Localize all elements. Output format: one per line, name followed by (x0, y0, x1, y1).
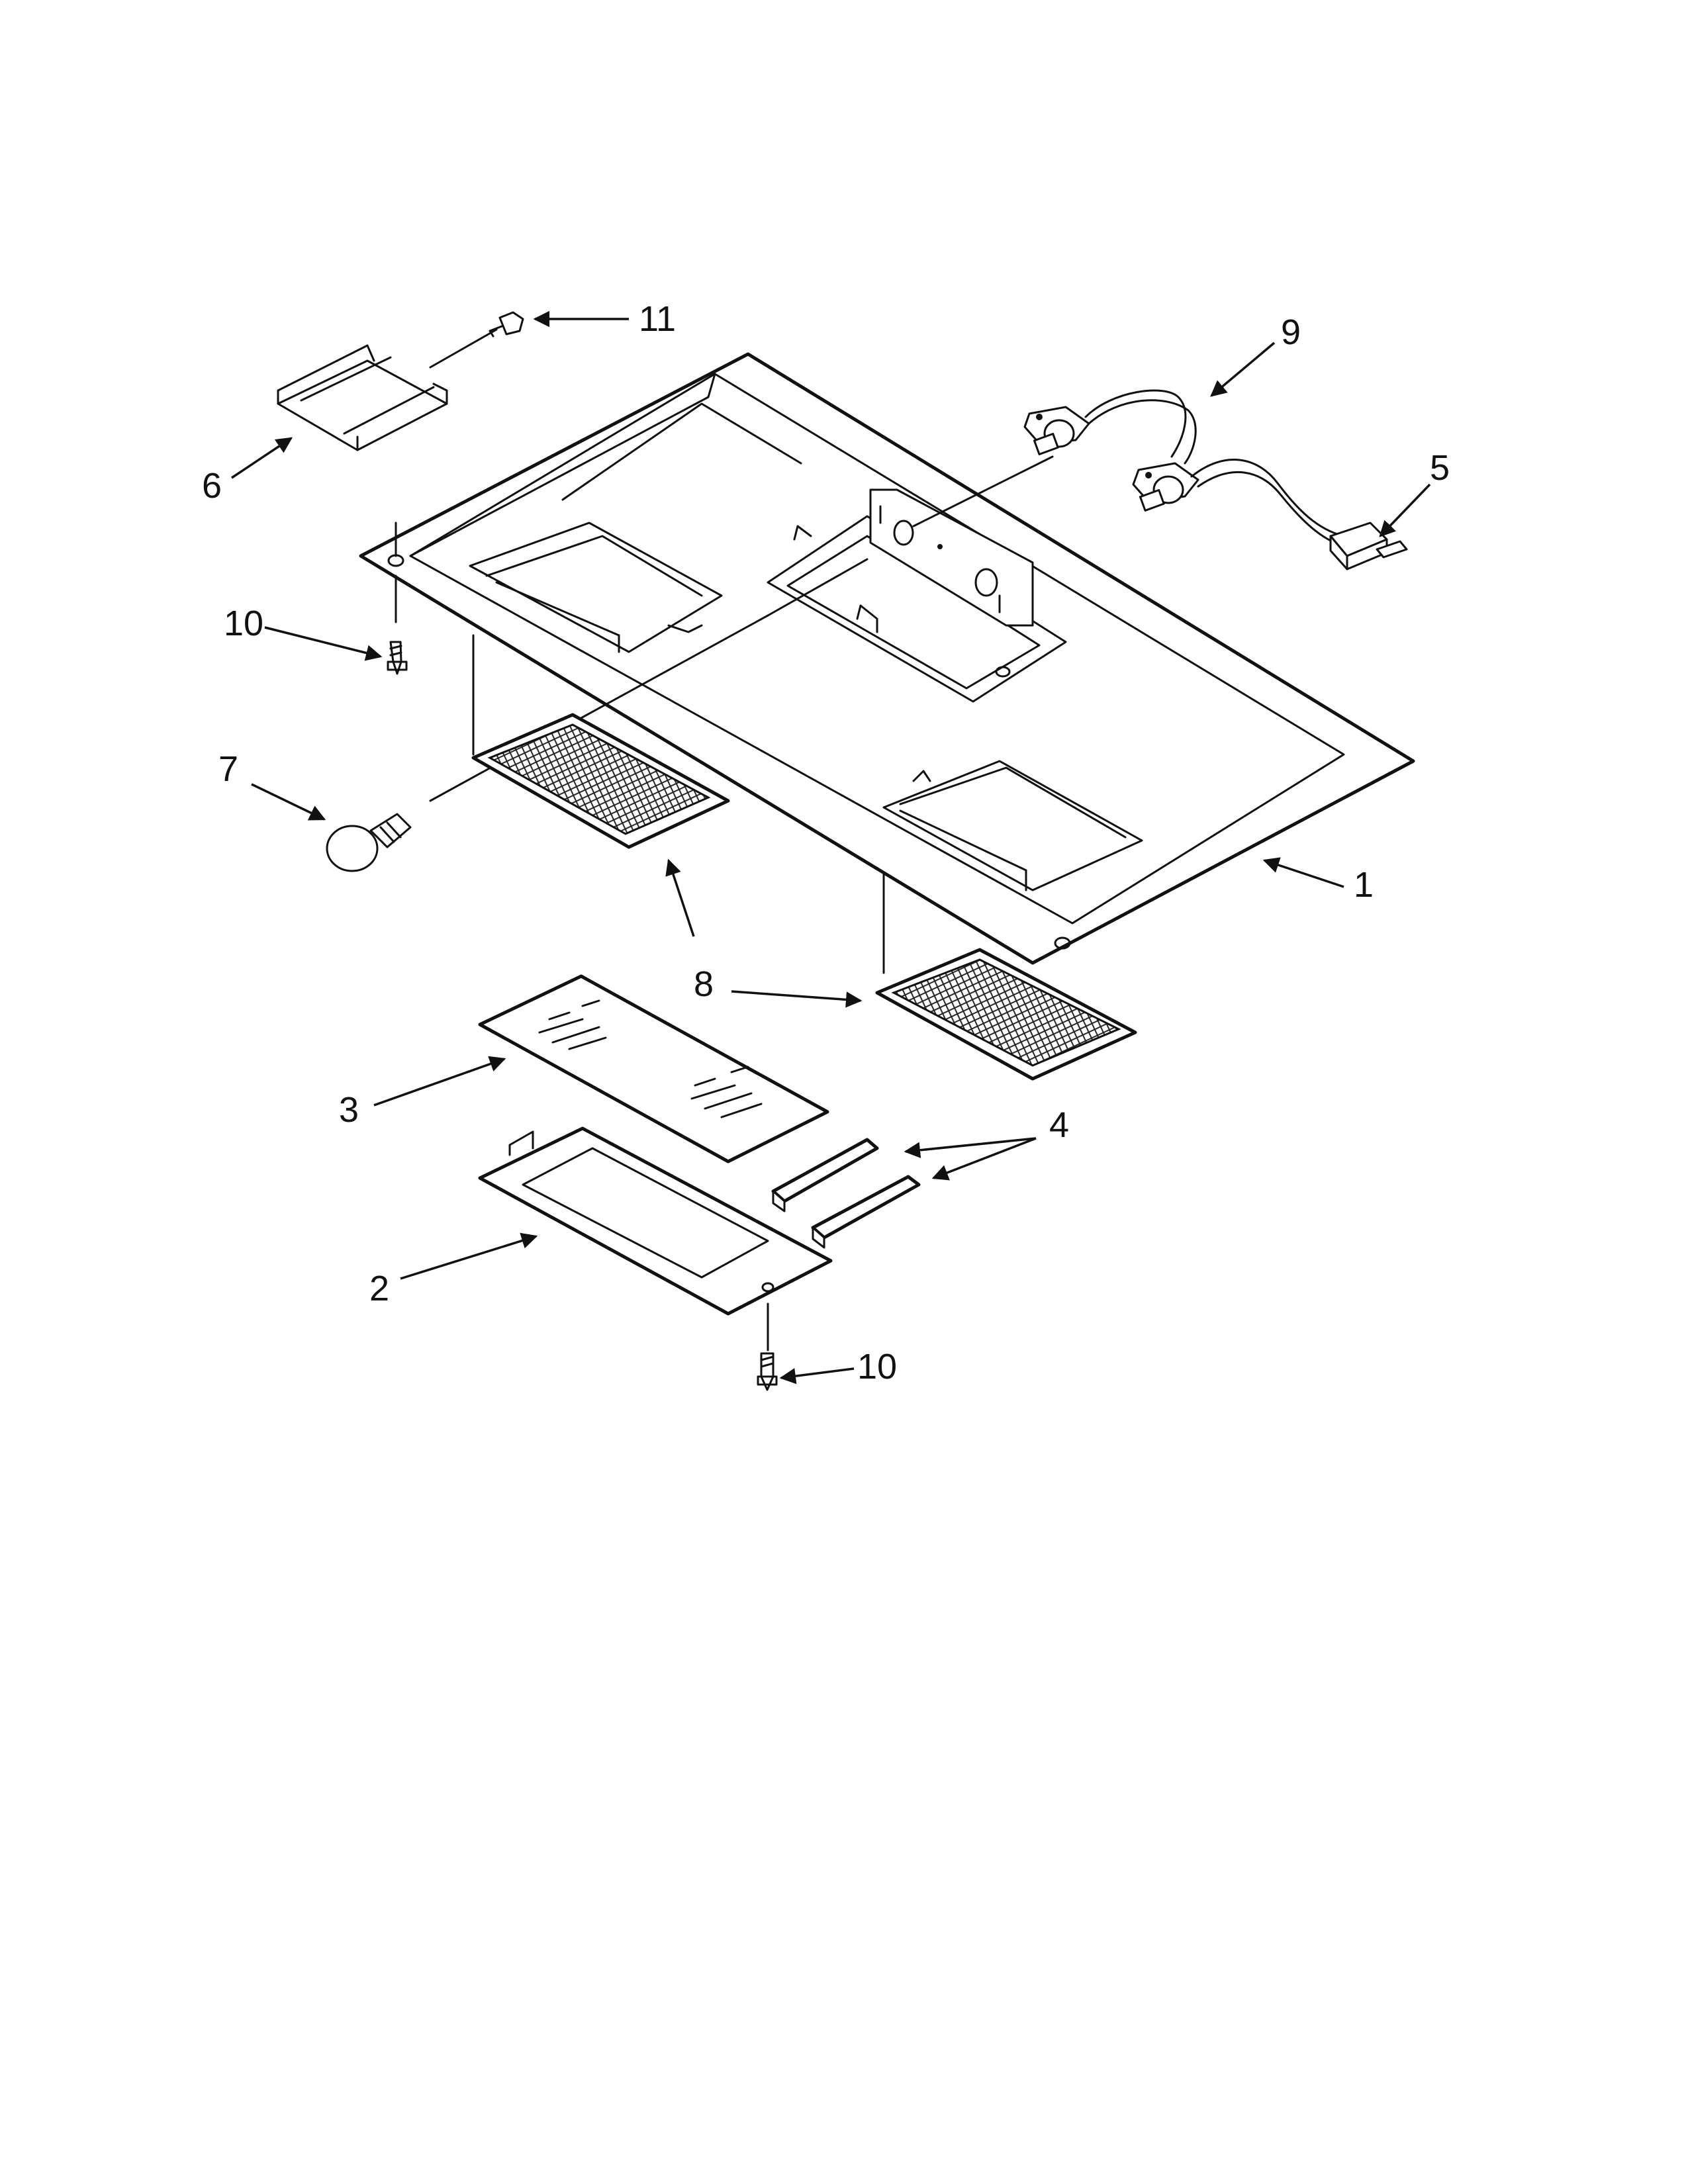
wire-harness (1023, 389, 1408, 570)
callout-7: 7 (218, 749, 238, 789)
lamp-cover (478, 1126, 833, 1351)
screw-part-10-lower (757, 1352, 778, 1391)
callout-8: 8 (694, 964, 714, 1004)
bracket-part (277, 344, 448, 451)
bulb-part (326, 813, 412, 872)
callout-5: 5 (1430, 448, 1450, 488)
vent-opening-right (882, 760, 1143, 891)
callout-6: 6 (202, 466, 222, 506)
callout-labels: 1 2 3 4 5 6 7 8 9 10 10 11 (202, 299, 1450, 1387)
vent-opening-left (469, 522, 723, 653)
callout-11: 11 (639, 299, 676, 339)
callout-9: 9 (1281, 312, 1301, 352)
callout-1: 1 (1354, 865, 1374, 905)
callout-2: 2 (369, 1269, 389, 1308)
callout-10-lower: 10 (857, 1347, 897, 1387)
screw-part-10-upper (387, 641, 408, 675)
leader-lines (231, 310, 1431, 1385)
glass-panel (478, 974, 829, 1163)
callout-3: 3 (339, 1090, 359, 1130)
main-panel (359, 352, 1415, 974)
grease-filter-right (875, 948, 1137, 1081)
lamp-housing (767, 488, 1067, 703)
callout-10-upper: 10 (224, 604, 263, 643)
grease-filter-left (471, 713, 730, 849)
screw-part-11 (429, 311, 524, 369)
spacer-strips (771, 1138, 921, 1249)
callout-4: 4 (1049, 1105, 1069, 1145)
